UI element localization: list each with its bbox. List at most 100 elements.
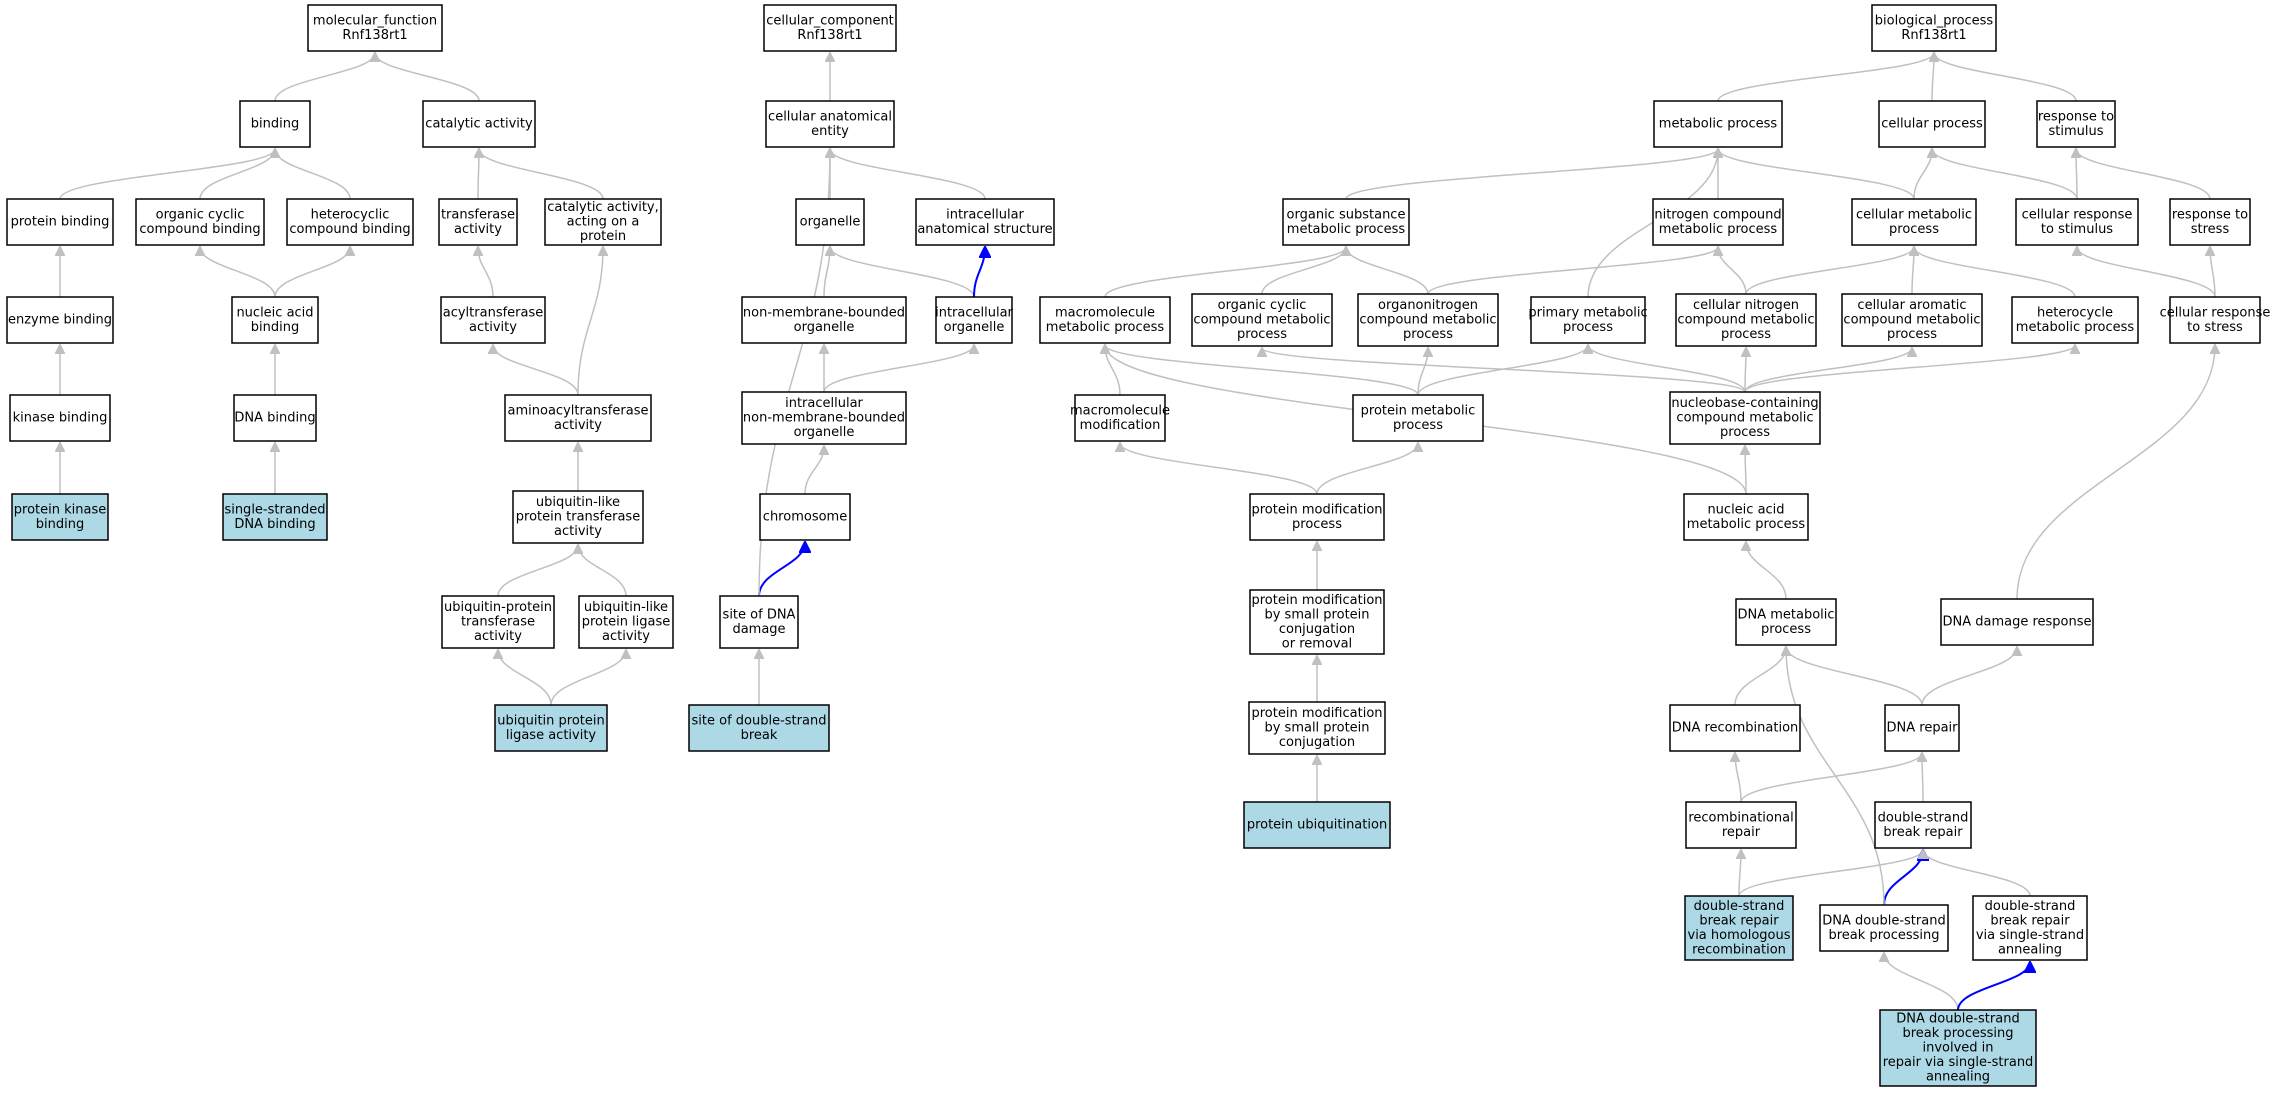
term-node-dna-binding[interactable]: DNA binding xyxy=(233,394,317,442)
term-node-dna-damage-resp[interactable]: DNA damage response xyxy=(1940,598,2094,646)
term-node-cellular-proc[interactable]: cellular process xyxy=(1878,100,1986,148)
term-node-prot-ubiq[interactable]: protein ubiquitination xyxy=(1243,801,1391,849)
term-label-line: process xyxy=(1237,327,1287,342)
term-node-kinase-binding[interactable]: kinase binding xyxy=(9,394,111,442)
term-label-line: protein modification xyxy=(1251,502,1382,517)
term-node-intra-nonmem-org[interactable]: intracellularnon-membrane-boundedorganel… xyxy=(741,391,907,445)
term-box xyxy=(2011,296,2139,344)
term-box xyxy=(6,296,114,344)
is-a-edge-cell-resp-stress-to-resp-stress xyxy=(2210,247,2216,298)
term-label-line: double-strand xyxy=(1694,899,1785,914)
term-label-line: break repair xyxy=(1883,825,1963,840)
term-node-enzyme-binding[interactable]: enzyme binding xyxy=(6,296,114,344)
is-a-edge-nucleic-binding-to-org-cyclic-binding xyxy=(200,247,276,298)
term-label-line: to stimulus xyxy=(2041,222,2113,237)
term-label-line: compound binding xyxy=(139,222,260,237)
term-label-line: binding xyxy=(251,117,299,132)
term-box xyxy=(759,493,851,541)
term-box xyxy=(688,704,830,752)
term-node-organelle[interactable]: organelle xyxy=(795,198,865,246)
is-a-edge-nucleobase-met-to-heterocycle-met xyxy=(1744,345,2075,393)
term-box xyxy=(1653,100,1783,148)
is-a-edge-catalytic-to-mf-root xyxy=(375,53,480,102)
term-label-line: organelle xyxy=(794,320,855,335)
term-box xyxy=(11,493,109,541)
term-box xyxy=(741,296,907,344)
term-label-line: transferase xyxy=(461,615,535,630)
term-node-binding[interactable]: binding xyxy=(239,100,311,148)
term-node-protein-binding[interactable]: protein binding xyxy=(6,198,114,246)
term-label-line: activity xyxy=(602,629,650,644)
term-box xyxy=(763,4,897,52)
term-label-line: binding xyxy=(36,517,84,532)
term-label-line: nucleic acid xyxy=(1707,502,1784,517)
term-label-line: compound metabolic xyxy=(1677,313,1814,328)
term-node-chromosome[interactable]: chromosome xyxy=(759,493,851,541)
term-label-line: process xyxy=(1403,327,1453,342)
term-node-metabolic[interactable]: metabolic process xyxy=(1653,100,1783,148)
is-a-edge-prot-mod-to-protein-met xyxy=(1316,443,1418,495)
term-label-line: kinase binding xyxy=(13,411,108,426)
term-node-dna-repair[interactable]: DNA repair xyxy=(1884,704,1960,752)
is-a-edge-ub-prot-transferase-to-ubl-transferase xyxy=(497,545,578,597)
is-a-edge-dna-repair-to-dna-met xyxy=(1786,647,1923,706)
is-a-edge-cell-met-to-metabolic xyxy=(1718,149,1915,200)
is-a-edge-transferase-to-catalytic xyxy=(478,149,479,200)
term-node-catalytic[interactable]: catalytic activity xyxy=(422,100,536,148)
term-box xyxy=(504,394,652,442)
term-node-dna-recomb[interactable]: DNA recombination xyxy=(1669,704,1801,752)
term-label-line: primary metabolic xyxy=(1528,305,1647,320)
term-box xyxy=(233,394,317,442)
